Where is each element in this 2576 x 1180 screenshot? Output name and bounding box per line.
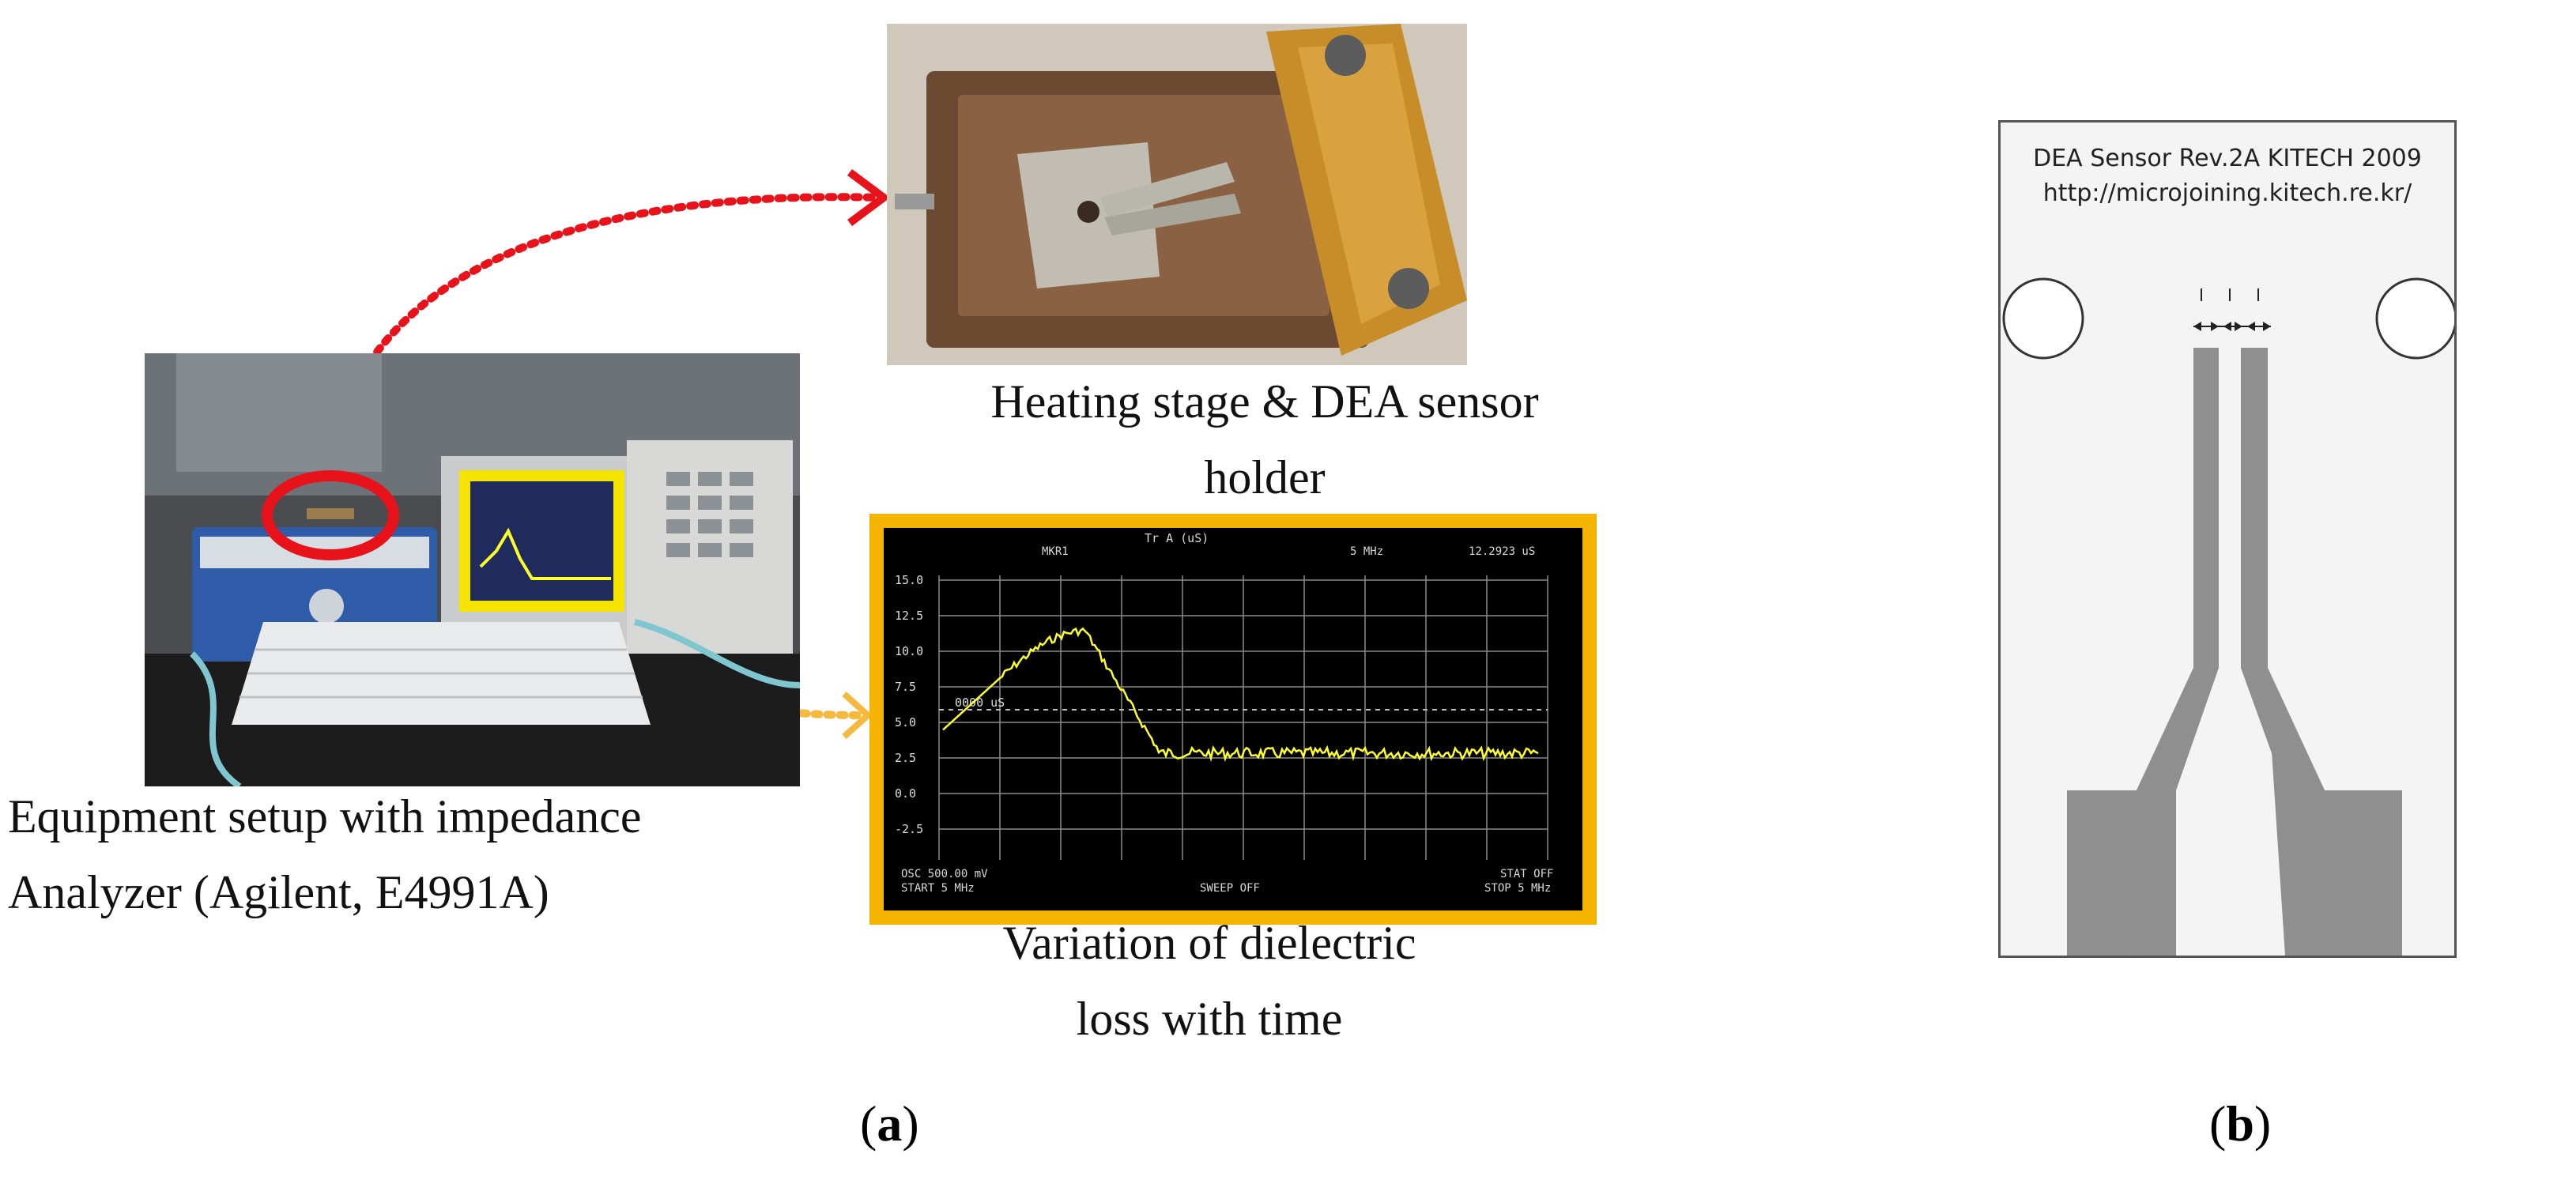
sensor-title: DEA Sensor Rev.2A KITECH 2009 [2033, 145, 2422, 172]
caption-heating-line1: Heating stage & DEA sensor [990, 375, 1539, 428]
scope-footer-right-bottom: STOP 5 MHz [1484, 882, 1552, 895]
scope-plot: 15.0 12.5 10.0 7.5 5.0 2.5 0.0 -2.5 0000 uS [895, 573, 1548, 860]
scope-y-tick-label: 10.0 [895, 644, 923, 658]
scope-y-tick-label: 15.0 [895, 573, 923, 587]
caption-equipment-line2: Analyzer (Agilent, E4991A) [8, 866, 549, 918]
dea-sensor-drawing: DEA Sensor Rev.2A KITECH 2009 http://mic… [1998, 120, 2457, 958]
scope-screen: Tr A (uS) MKR1 5 MHz 12.2923 uS 15.0 12.5… [869, 514, 1597, 925]
scope-ref-text: 0000 uS [955, 696, 1005, 710]
caption-variation: Variation of dielectric loss with time [877, 905, 1541, 1057]
scope-header-value: 12.2923 uS [1469, 545, 1536, 558]
yellow-arrowhead [842, 692, 873, 739]
screen-marker [459, 470, 624, 612]
scope-trace [942, 627, 1539, 763]
caption-heating-line2: holder [1204, 451, 1326, 503]
sensor-electrodes [2002, 277, 2454, 956]
electrode-right-pad [2268, 668, 2402, 956]
caption-variation-line2: loss with time [1076, 993, 1343, 1045]
scope-footer-left-bottom: START 5 MHz [901, 882, 975, 895]
scope-footer-left-top: OSC 500.00 mV [901, 868, 988, 880]
caption-heating: Heating stage & DEA sensor holder [901, 364, 1628, 515]
panel-label-b: (b) [2209, 1095, 2272, 1152]
panel-label-a: (a) [860, 1095, 919, 1152]
scope-header-center: Tr A (uS) [1145, 531, 1209, 545]
scope-y-tick-label: 7.5 [895, 680, 916, 694]
scope-y-tick-label: -2.5 [895, 822, 923, 836]
scope-y-tick-label: 12.5 [895, 609, 923, 623]
caption-variation-line1: Variation of dielectric [1002, 917, 1416, 969]
equipment-illustration [145, 353, 800, 786]
scope-grid [938, 575, 1548, 860]
electrode-left-pad [2067, 668, 2193, 956]
scope-y-tick-label: 5.0 [895, 715, 916, 729]
gap-arrowheads [2193, 322, 2271, 331]
sensor-url: http://microjoining.kitech.re.kr/ [2042, 179, 2412, 207]
red-arrowhead [847, 168, 891, 227]
heating-stage-illustration [887, 24, 1467, 365]
caption-equipment-line1: Equipment setup with impedance [8, 790, 642, 843]
scope-y-tick-label: 2.5 [895, 751, 916, 765]
mounting-hole-right [2375, 277, 2454, 360]
scope-footer-right-top: STAT OFF [1500, 868, 1554, 880]
scope-footer-center: SWEEP OFF [1200, 882, 1260, 895]
mounting-hole-left [2002, 277, 2084, 360]
heating-stage-photo [887, 24, 1467, 365]
scope-header-sub: MKR1 [1042, 545, 1069, 558]
scope-y-ticks: 15.0 12.5 10.0 7.5 5.0 2.5 0.0 -2.5 [895, 573, 923, 836]
caption-equipment: Equipment setup with impedance Analyzer … [8, 778, 830, 930]
equipment-photo [145, 353, 800, 786]
gap-dimension-marks [2193, 288, 2271, 327]
scope-header-freq: 5 MHz [1350, 545, 1384, 558]
sensor-marker [262, 470, 399, 560]
scope-y-tick-label: 0.0 [895, 786, 916, 801]
